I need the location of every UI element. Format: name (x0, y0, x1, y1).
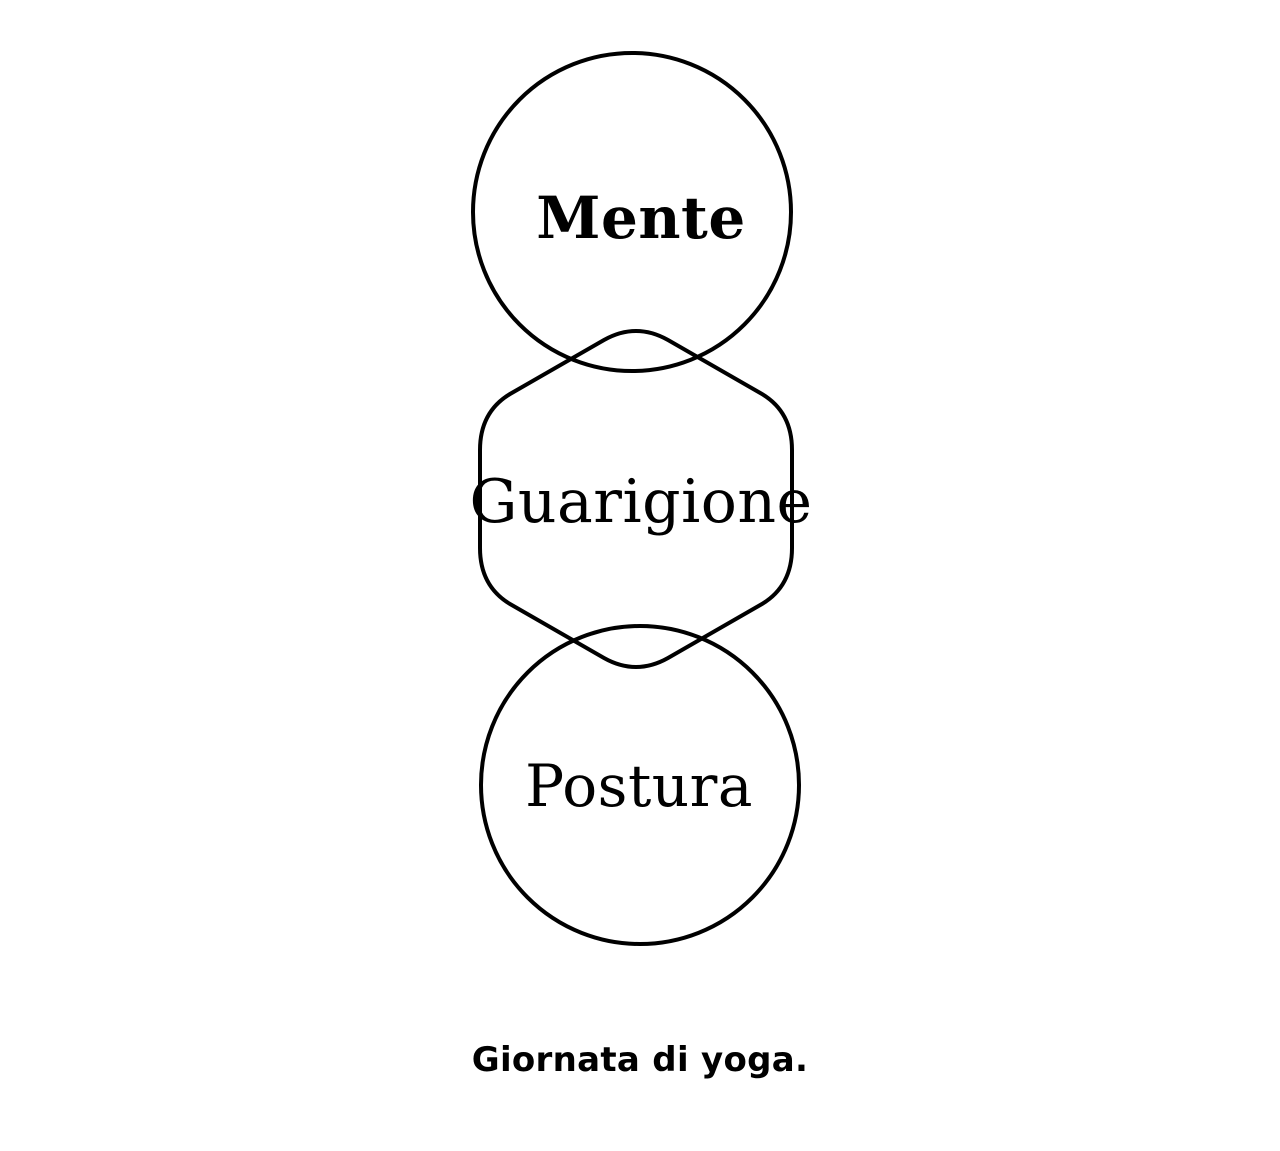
mente-label: Mente (536, 184, 746, 252)
caption: Giornata di yoga. (471, 1040, 809, 1080)
yoga-diagram: Mente Guarigione Postura (469, 51, 813, 946)
postura-circle (479, 624, 801, 946)
diagram-shapes (471, 51, 801, 946)
guarigione-hexagon (478, 329, 794, 669)
postura-label: Postura (525, 752, 753, 820)
guarigione-label: Guarigione (469, 467, 813, 537)
mente-circle (471, 51, 793, 373)
